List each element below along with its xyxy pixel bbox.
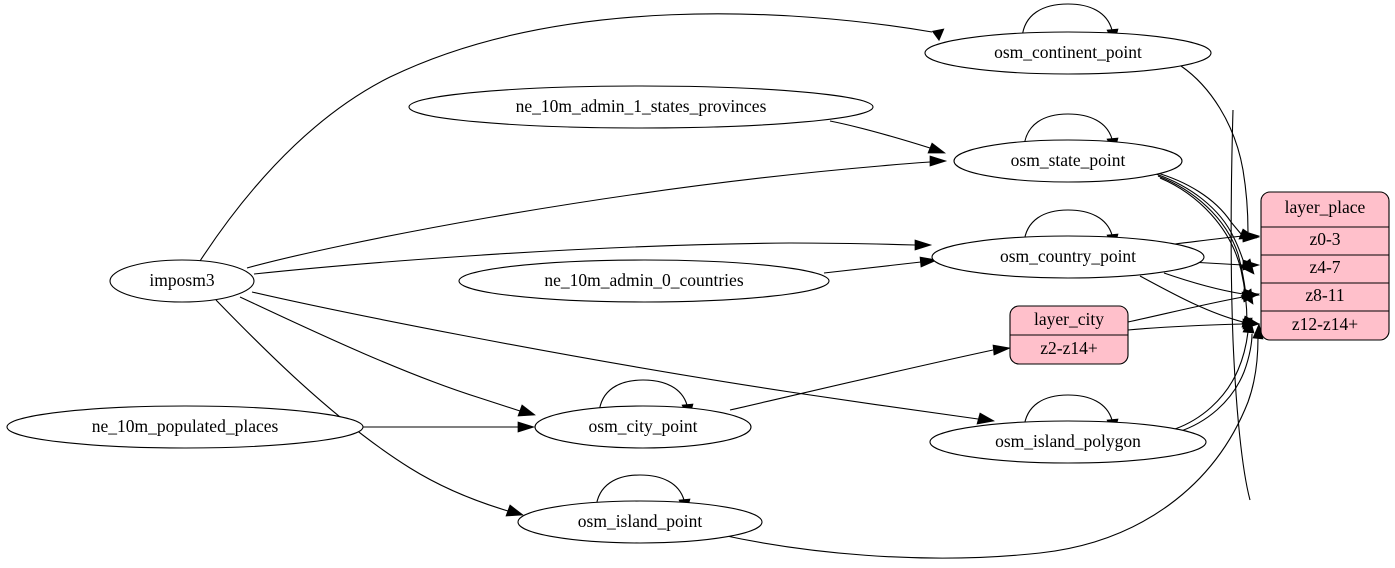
edge-osm_country_point-to-layer_place-z0-3 xyxy=(1174,230,1261,245)
node-osm_state_point[interactable]: osm_state_point xyxy=(953,139,1183,183)
edge-osm_island_polygon-to-layer_place-z12-z14-b xyxy=(1177,333,1253,433)
node-label-osm_country_point: osm_country_point xyxy=(1000,246,1136,266)
edge-osm_city_point-to-layer_city-z2-z14 xyxy=(729,344,1012,411)
node-osm_continent_point[interactable]: osm_continent_point xyxy=(924,31,1212,75)
node-osm_island_point[interactable]: osm_island_point xyxy=(517,500,763,544)
edge-populated_places-to-osm_city_point xyxy=(363,421,536,433)
node-label-osm_state_point: osm_state_point xyxy=(1011,150,1126,170)
edge-states_provinces-to-osm_state_point xyxy=(829,120,947,154)
node-label-osm_city_point: osm_city_point xyxy=(589,416,698,436)
edge-imposm3-to-osm_city_point xyxy=(239,296,536,417)
node-layer: imposm3 ne_10m_admin_1_states_provinces … xyxy=(6,31,1212,544)
record-row-layer_place-z12-z14[interactable]: z12-z14+ xyxy=(1292,314,1358,334)
node-label-osm_continent_point: osm_continent_point xyxy=(994,42,1142,62)
record-node-layer: layer_city z2-z14+ layer_place z0-3 z4-7… xyxy=(1009,191,1390,365)
node-ne_10m_admin_1_states_provinces[interactable]: ne_10m_admin_1_states_provinces xyxy=(408,85,874,129)
record-row-layer_city-z2-z14[interactable]: z2-z14+ xyxy=(1040,338,1098,358)
node-osm_city_point[interactable]: osm_city_point xyxy=(534,405,752,449)
node-label-ne_10m_populated_places: ne_10m_populated_places xyxy=(92,416,279,436)
record-node-layer_place[interactable]: layer_place z0-3 z4-7 z8-11 z12-z14+ xyxy=(1260,191,1390,341)
node-osm_island_polygon[interactable]: osm_island_polygon xyxy=(929,420,1207,464)
edge-imposm3-to-osm_country_point xyxy=(253,239,933,275)
node-imposm3[interactable]: imposm3 xyxy=(109,259,255,303)
edge-imposm3-to-osm_island_polygon xyxy=(251,291,996,425)
node-ne_10m_admin_0_countries[interactable]: ne_10m_admin_0_countries xyxy=(458,259,830,303)
record-row-layer_place-z8-11[interactable]: z8-11 xyxy=(1305,285,1344,305)
node-label-osm_island_polygon: osm_island_polygon xyxy=(995,431,1141,451)
record-node-layer_city[interactable]: layer_city z2-z14+ xyxy=(1009,305,1129,365)
edge-osm_island_polygon-to-layer_place-z12-z14 xyxy=(1174,317,1255,430)
node-label-osm_island_point: osm_island_point xyxy=(578,511,703,531)
record-row-layer_place-z4-7[interactable]: z4-7 xyxy=(1309,257,1340,277)
edge-imposm3-to-osm_continent_point xyxy=(199,13,945,262)
edge-admin_0_countries-to-osm_country_point xyxy=(823,256,939,274)
node-label-imposm3: imposm3 xyxy=(149,270,214,290)
edge-bundle-strand xyxy=(1230,109,1251,501)
edge-layer_city-to-layer_place-z8-11 xyxy=(1127,291,1261,323)
edge-imposm3-to-osm_state_point xyxy=(246,155,948,269)
node-ne_10m_populated_places[interactable]: ne_10m_populated_places xyxy=(6,405,364,449)
node-label-ne_10m_admin_0_countries: ne_10m_admin_0_countries xyxy=(544,270,743,290)
edge-imposm3-to-osm_island_point xyxy=(215,299,524,517)
node-label-ne_10m_admin_1_states_provinces: ne_10m_admin_1_states_provinces xyxy=(516,96,767,116)
record-row-layer_place-title: layer_place xyxy=(1285,197,1366,217)
record-row-layer_place-z0-3[interactable]: z0-3 xyxy=(1309,229,1340,249)
record-row-layer_city-title: layer_city xyxy=(1034,309,1104,329)
node-osm_country_point[interactable]: osm_country_point xyxy=(931,235,1205,279)
